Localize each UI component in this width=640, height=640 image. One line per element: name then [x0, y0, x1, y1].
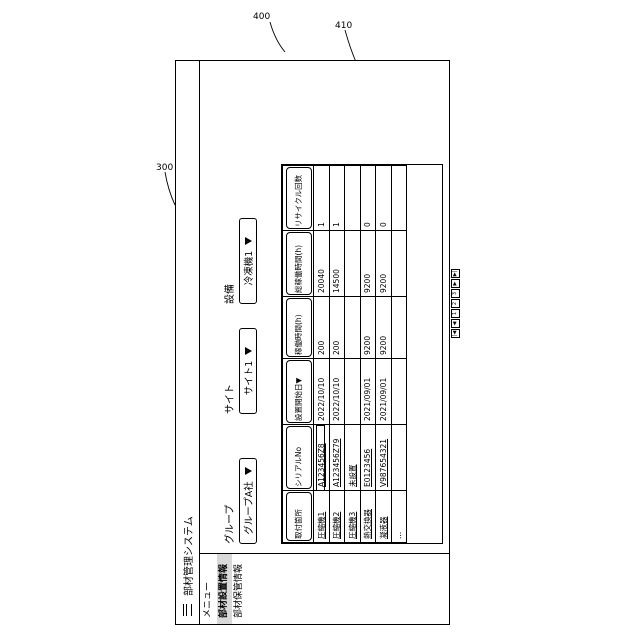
cell-serial[interactable]: A123456Z79	[329, 425, 345, 491]
equipment-label: 設備	[221, 218, 239, 304]
next-page-button[interactable]: ▶	[451, 279, 460, 288]
cell-install-date: 2021/09/01	[376, 359, 392, 425]
cell-recycle-count: 1	[314, 166, 330, 231]
menu-item-install-info[interactable]: 部材設置情報	[217, 554, 232, 624]
cell-location[interactable]: 圧縮機1	[314, 491, 330, 543]
equipment-filter: 設備 冷凍機1	[221, 218, 257, 304]
main-content: グループ グループA社 サイト サイト1 設備 冷凍機	[199, 66, 449, 544]
site-label: サイト	[221, 328, 239, 414]
parts-table-wrap: 取付箇所 シリアルNo 設置開始日▼ 稼働時間(h) 総稼働時間(h) リサイク…	[281, 164, 443, 544]
site-select[interactable]: サイト1	[239, 328, 257, 414]
page-1-button[interactable]: 1	[451, 309, 460, 318]
cell-install-date: 2022/10/10	[314, 359, 330, 425]
dropdown-arrow-icon	[245, 347, 252, 355]
table-row[interactable]: 圧縮機3 未設置	[345, 166, 361, 543]
cell-total-runtime	[391, 231, 407, 297]
cell-serial[interactable]: E0123456	[360, 425, 376, 491]
site-select-value: サイト1	[241, 361, 255, 396]
management-screen: 部材管理システム メニュー 部材設置情報 部材保管情報 グループ グループA社 …	[175, 60, 450, 625]
cell-runtime: 200	[314, 297, 330, 359]
filter-bar: グループ グループA社 サイト サイト1 設備 冷凍機	[199, 66, 279, 544]
cell-total-runtime: 9200	[360, 231, 376, 297]
ref-table: 410	[335, 21, 352, 31]
cell-install-date	[391, 359, 407, 425]
first-page-button[interactable]: |◀	[451, 329, 460, 338]
leader-400	[270, 22, 285, 52]
cell-recycle-count: 0	[376, 166, 392, 231]
group-label: グループ	[221, 458, 239, 544]
equipment-select-value: 冷凍機1	[241, 251, 255, 286]
cell-runtime: 9200	[360, 297, 376, 359]
cell-recycle-count	[391, 166, 407, 231]
leader-410	[345, 30, 356, 62]
equipment-select[interactable]: 冷凍機1	[239, 218, 257, 304]
cell-location[interactable]: 凝液器	[376, 491, 392, 543]
dropdown-arrow-icon	[245, 467, 252, 475]
cell-recycle-count	[345, 166, 361, 231]
cell-total-runtime: 14500	[329, 231, 345, 297]
header-highlight-install-date	[286, 360, 312, 423]
cell-serial[interactable]: V987654321	[376, 425, 392, 491]
dropdown-arrow-icon	[245, 237, 252, 245]
cell-runtime: 200	[329, 297, 345, 359]
cell-recycle-count: 1	[329, 166, 345, 231]
cell-install-date: 2021/09/01	[360, 359, 376, 425]
group-filter: グループ グループA社	[221, 458, 257, 544]
site-filter: サイト サイト1	[221, 328, 257, 414]
menu-item-storage-info[interactable]: 部材保管情報	[232, 554, 247, 624]
table-row[interactable]: 圧縮機2 A123456Z79 2022/10/10 200 14500 1	[329, 166, 345, 543]
header-highlight-location	[286, 492, 312, 541]
cell-serial[interactable]: 未設置	[345, 425, 361, 491]
cell-serial	[391, 425, 407, 491]
cell-location: ...	[391, 491, 407, 543]
ref-device: 300	[156, 163, 173, 173]
table-row[interactable]: 熱交換器 E0123456 2021/09/01 9200 9200 0	[360, 166, 376, 543]
pagination: |◀ ◀ 1 2 3 ▶ ▶|	[451, 269, 460, 338]
ref-screen: 400	[253, 12, 270, 22]
app-title: 部材管理システム	[180, 516, 195, 596]
sidebar-menu: メニュー 部材設置情報 部材保管情報	[199, 553, 449, 624]
page-3-button[interactable]: 3	[451, 289, 460, 298]
cell-total-runtime: 9200	[376, 231, 392, 297]
cell-runtime	[345, 297, 361, 359]
page-2-button[interactable]: 2	[451, 299, 460, 308]
header-highlight-runtime	[286, 298, 312, 357]
prev-page-button[interactable]: ◀	[451, 319, 460, 328]
cell-runtime: 9200	[376, 297, 392, 359]
cell-location[interactable]: 圧縮機2	[329, 491, 345, 543]
group-select-value: グループA社	[241, 481, 255, 534]
title-bar: 部材管理システム	[176, 61, 200, 624]
cell-location[interactable]: 熱交換器	[360, 491, 376, 543]
menu-header: メニュー	[199, 554, 217, 624]
cell-total-runtime: 20040	[314, 231, 330, 297]
header-highlight-recycle-count	[286, 167, 312, 229]
table-row: ...	[391, 166, 407, 543]
cell-location[interactable]: 圧縮機3	[345, 491, 361, 543]
cell-total-runtime	[345, 231, 361, 297]
cell-install-date	[345, 359, 361, 425]
hamburger-menu-icon[interactable]	[183, 604, 192, 616]
cell-highlight	[316, 425, 325, 491]
cell-install-date: 2022/10/10	[329, 359, 345, 425]
cell-recycle-count: 0	[360, 166, 376, 231]
cell-runtime	[391, 297, 407, 359]
table-row[interactable]: 凝液器 V987654321 2021/09/01 9200 9200 0	[376, 166, 392, 543]
header-highlight-serial	[286, 426, 312, 489]
group-select[interactable]: グループA社	[239, 458, 257, 544]
last-page-button[interactable]: ▶|	[451, 269, 460, 278]
header-highlight-total-runtime	[286, 232, 312, 295]
leader-300	[165, 172, 175, 205]
